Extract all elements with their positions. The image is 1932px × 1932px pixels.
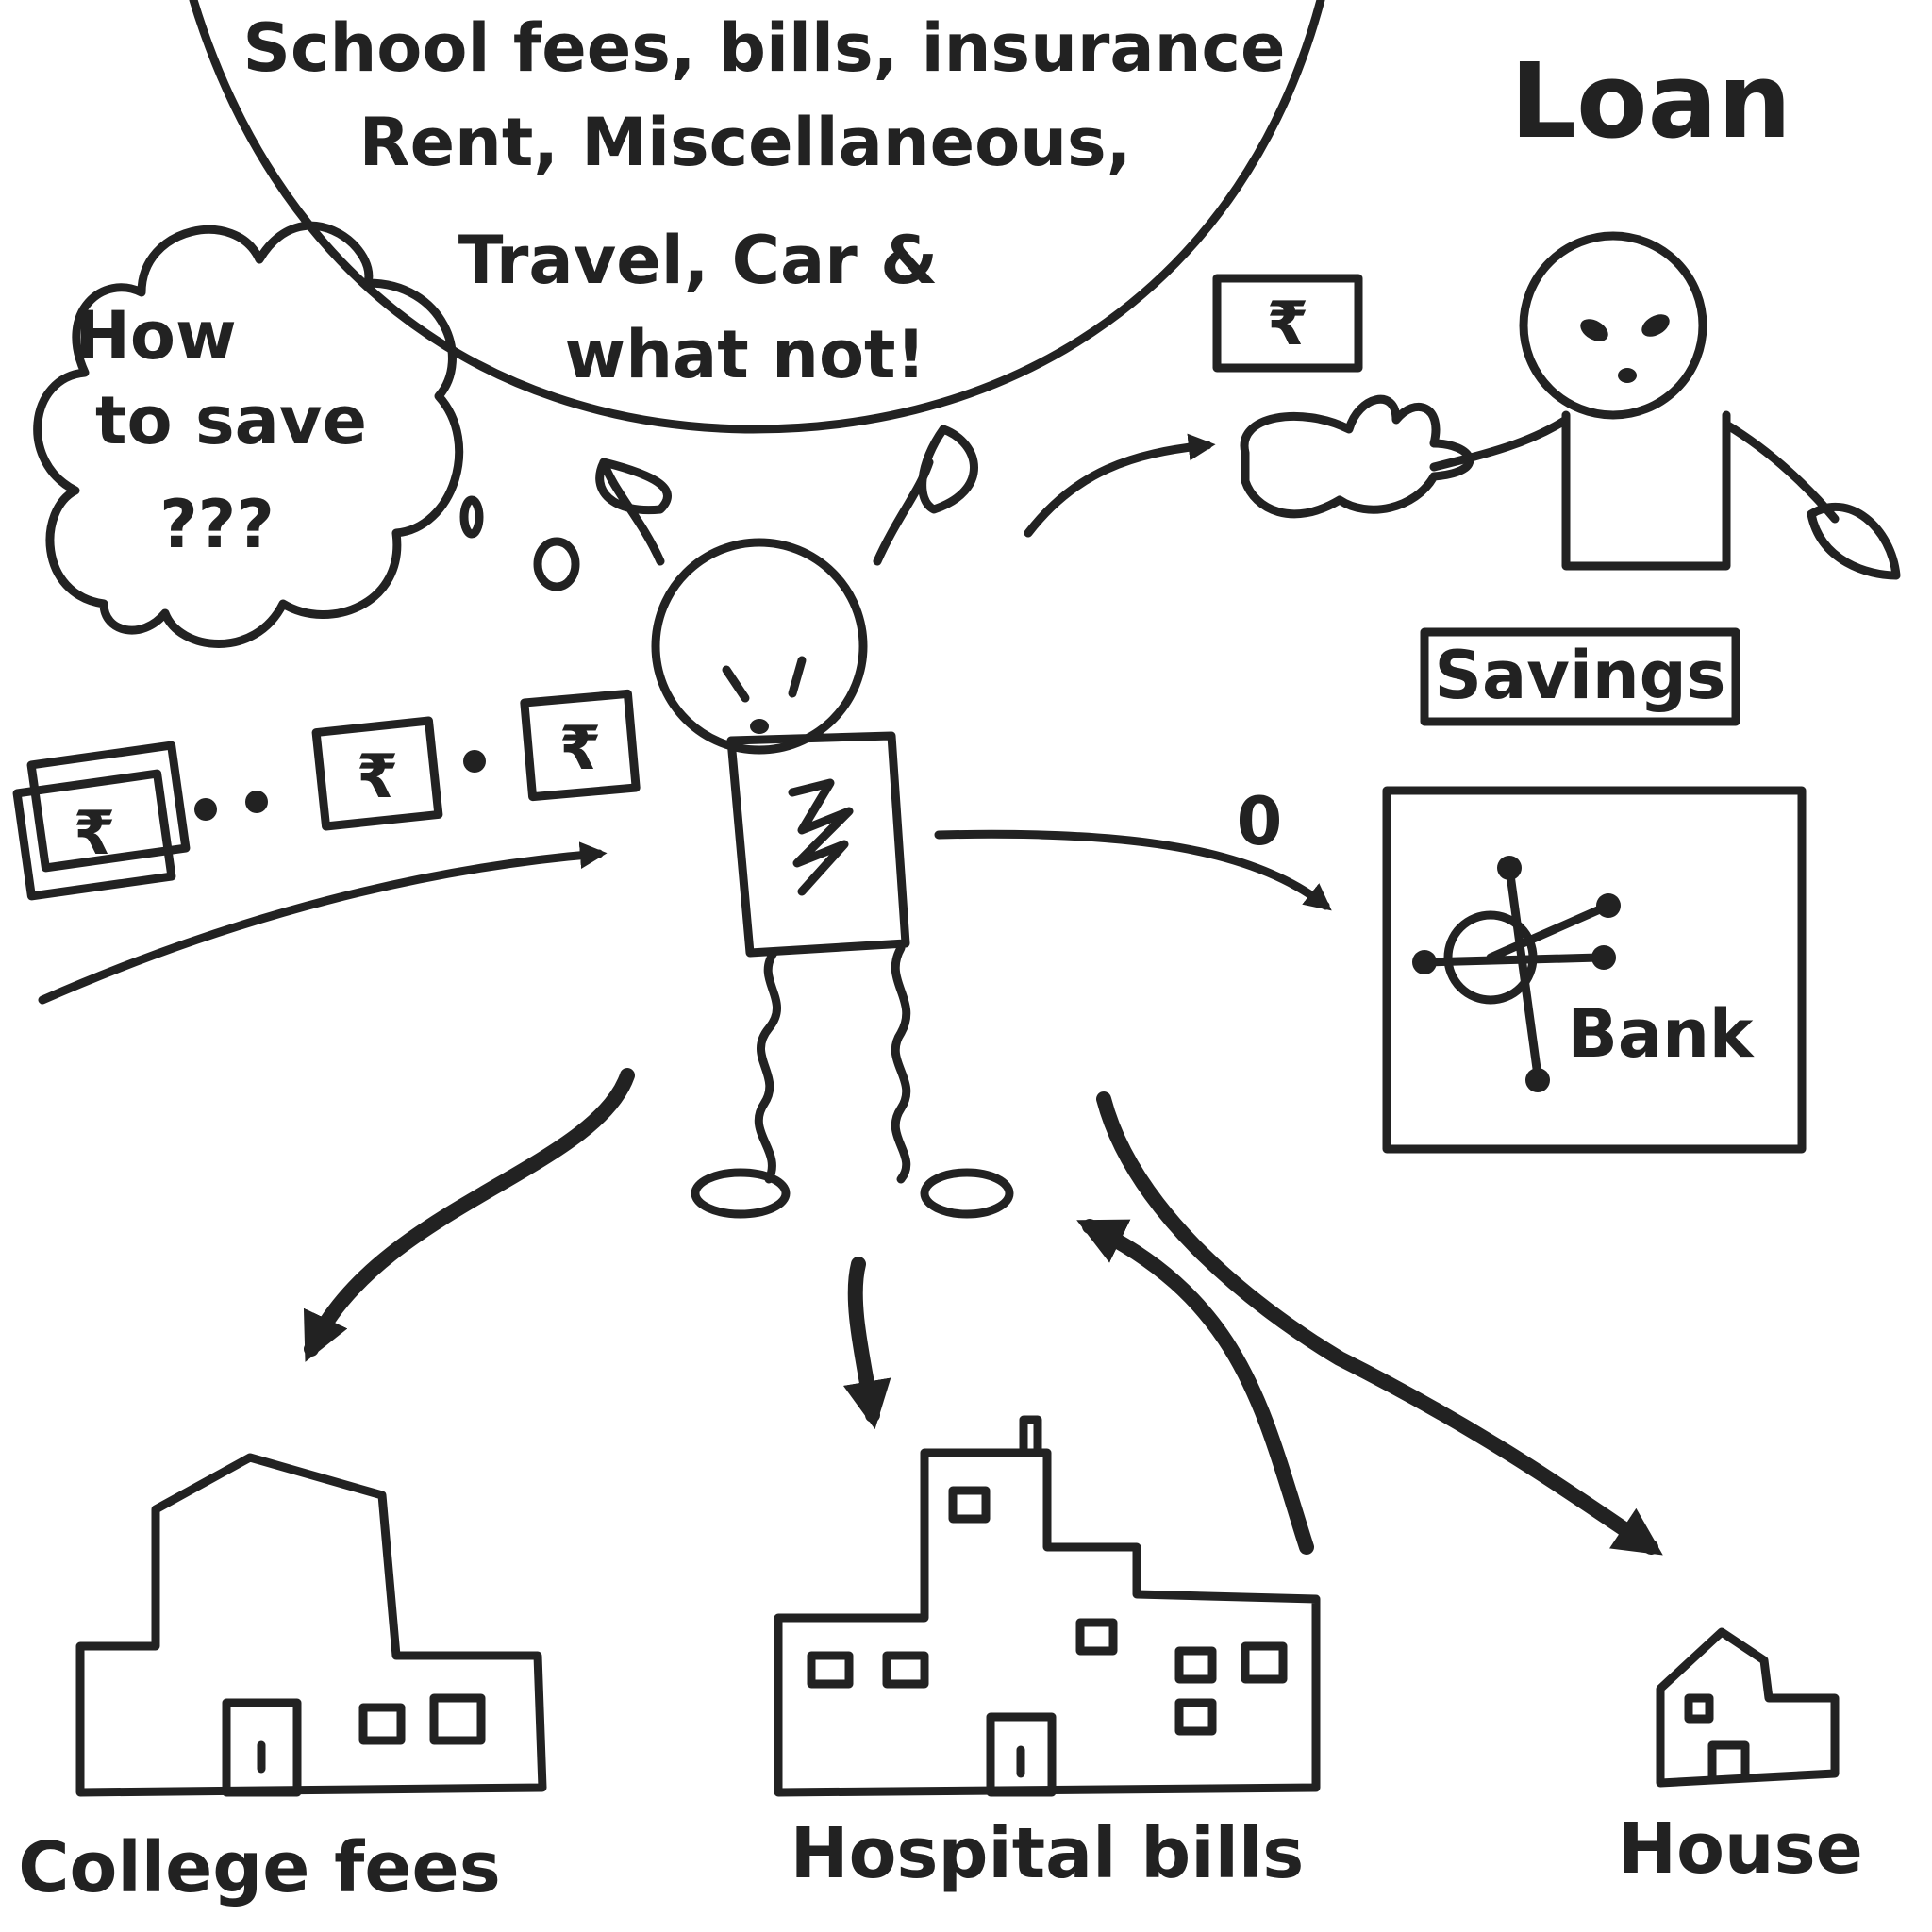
vault-knob-bottom (1525, 1068, 1550, 1092)
vault-spoke-upper (1491, 906, 1608, 958)
house-window (1689, 1698, 1709, 1719)
house: House (1618, 1632, 1863, 1890)
lender-right-arm (1726, 425, 1835, 519)
right-eyebrow (792, 660, 802, 693)
lender-left-eye (1576, 314, 1612, 345)
lender-body (1566, 415, 1726, 566)
zero-mark: 0 (1237, 783, 1283, 860)
shirt-scribble (792, 783, 849, 891)
hospital-building: Hospital bills (778, 1420, 1316, 1894)
college-window-2 (434, 1698, 481, 1740)
arrow-to-college (311, 1075, 627, 1349)
arrow-to-house (1104, 1099, 1651, 1547)
loan-label: Loan (1510, 41, 1791, 161)
loan-rupee-symbol: ₹ (1267, 290, 1309, 359)
vault-spoke-horizontal (1424, 958, 1599, 962)
arrow-to-hospital (856, 1264, 873, 1415)
hospital-window-5 (1245, 1646, 1283, 1679)
left-foot (695, 1173, 786, 1214)
left-eyebrow (726, 670, 745, 698)
hospital-outline (778, 1453, 1316, 1792)
arrow-to-loan (1028, 445, 1208, 533)
expenses-line-4: what not! (565, 316, 926, 393)
bank-label: Bank (1568, 995, 1755, 1073)
college-label: College fees (18, 1827, 501, 1908)
hospital-window-4 (1179, 1651, 1212, 1679)
lender-right-hand (1811, 507, 1896, 575)
expenses-bubble: School fees, bills, insurance Rent, Misc… (193, 0, 1321, 429)
lender-right-eye (1638, 309, 1674, 341)
right-foot (924, 1173, 1009, 1214)
arrow-from-hospital (1090, 1226, 1307, 1547)
expenses-line-1: School fees, bills, insurance (243, 9, 1286, 87)
dot-3 (463, 750, 486, 773)
right-leg (895, 948, 907, 1179)
hospital-label: Hospital bills (791, 1813, 1305, 1894)
house-label: House (1618, 1808, 1863, 1890)
person-figure (600, 429, 1009, 1214)
loan-section: Loan ₹ (1217, 41, 1896, 575)
lender-mouth (1618, 368, 1637, 383)
cloud-line-1: How (75, 297, 236, 375)
income-money: ₹ ₹ ₹ (17, 693, 636, 896)
vault-knob-top (1497, 856, 1522, 880)
left-leg (758, 953, 776, 1179)
vault-knob-left (1412, 950, 1437, 974)
savings-label: Savings (1435, 637, 1726, 714)
income-arrow (42, 854, 599, 1000)
college-building: College fees (18, 1457, 542, 1908)
lender-head (1524, 236, 1703, 415)
lender-hand (1244, 399, 1470, 514)
cloud-line-3: ??? (159, 486, 275, 563)
dot-1 (194, 798, 217, 821)
thought-bubble-small (464, 500, 479, 534)
hospital-window-1 (811, 1656, 849, 1684)
thought-bubble-large (538, 541, 575, 587)
mouth (750, 719, 769, 734)
bank-vault: Bank (1387, 791, 1802, 1149)
rupee-symbol-1: ₹ (74, 799, 116, 869)
cloud-line-2: to save (95, 382, 367, 459)
hospital-window-6 (1179, 1703, 1212, 1731)
hospital-chimney (1024, 1420, 1038, 1453)
rupee-symbol-3: ₹ (559, 714, 602, 784)
dot-2 (245, 791, 268, 813)
expenses-line-2: Rent, Miscellaneous, (359, 104, 1132, 181)
expenses-line-3: Travel, Car & (458, 222, 938, 299)
vault-knob-upper-right (1596, 893, 1621, 918)
rupee-symbol-2: ₹ (357, 742, 399, 812)
hospital-window-top (953, 1491, 986, 1519)
hospital-window-2 (887, 1656, 924, 1684)
hospital-window-3 (1080, 1623, 1113, 1651)
college-window-1 (363, 1707, 401, 1740)
house-door (1712, 1745, 1745, 1778)
vault-knob-right (1591, 945, 1616, 970)
